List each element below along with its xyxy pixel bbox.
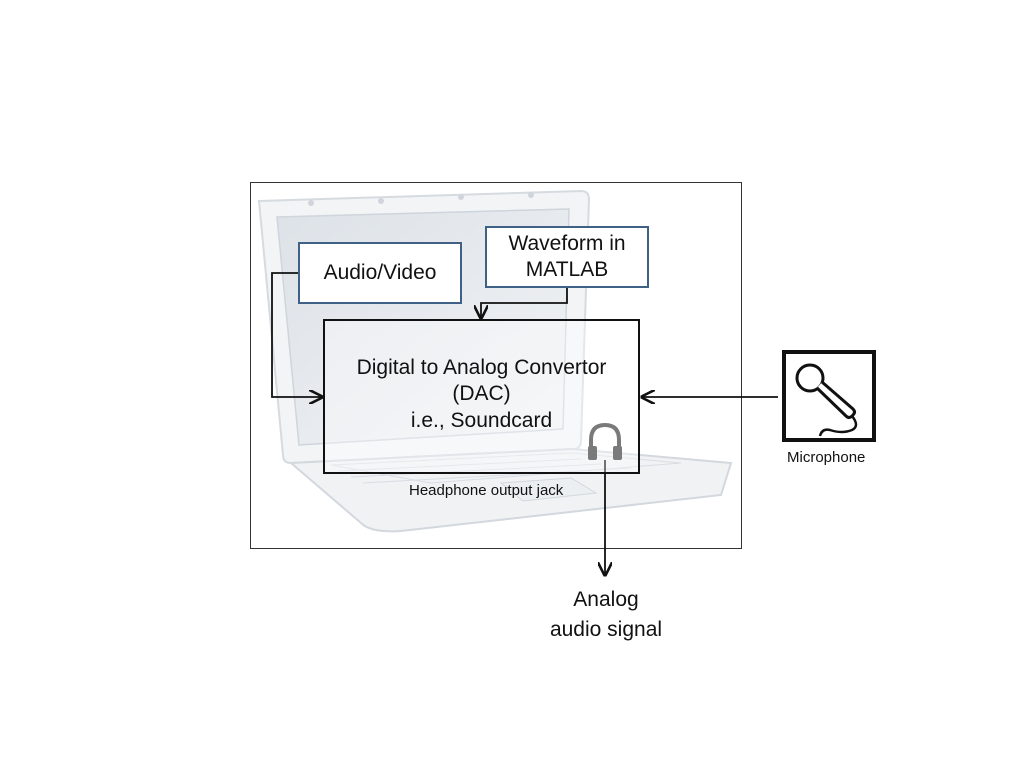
microphone-box (782, 350, 876, 442)
waveform-box: Waveform in MATLAB (485, 226, 649, 288)
dac-label-line2: (DAC) (452, 382, 511, 406)
audio-video-label: Audio/Video (323, 260, 437, 284)
dac-label-line3: i.e., Soundcard (410, 408, 553, 432)
audio-to-dac-arrow (271, 272, 322, 397)
analog-label-line1: Analog (573, 588, 639, 611)
analog-signal-label: Analog audio signal (536, 585, 676, 646)
analog-label-line2: audio signal (549, 618, 663, 642)
waveform-label-line1: Waveform in (508, 231, 626, 255)
dac-label-line1: Digital to Analog Convertor (356, 356, 607, 379)
dac-box: Digital to Analog Convertor (DAC) i.e., … (323, 319, 640, 474)
microphone-icon (795, 363, 858, 437)
headphone-jack-label: Headphone output jack (409, 482, 564, 499)
waveform-label-line2: MATLAB (525, 258, 609, 281)
microphone-label: Microphone (787, 449, 866, 466)
waveform-to-dac-arrow (481, 288, 568, 318)
audio-video-box: Audio/Video (298, 242, 462, 304)
headphone-icon (588, 422, 622, 460)
